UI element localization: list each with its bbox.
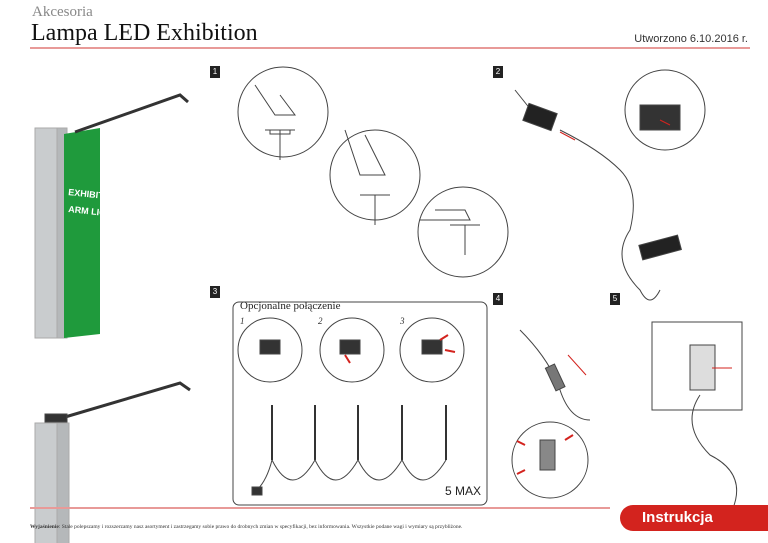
step5-socket-illustration — [651, 321, 743, 516]
footer-divider — [30, 507, 610, 509]
step-2-badge: 2 — [493, 66, 503, 78]
page-title: Lampa LED Exhibition — [31, 20, 258, 46]
instruction-badge: Instrukcja — [620, 505, 768, 531]
lamp-product-illustration — [34, 93, 191, 543]
optional-connection-heading: Opcjonalne połączenie — [240, 300, 341, 312]
footer-note: Wyjaśnienie: Stale polepszamy i rozszerz… — [30, 524, 462, 530]
step3-box — [232, 301, 488, 506]
step2-connector-illustration — [514, 69, 706, 301]
header-divider — [30, 47, 750, 49]
substep-1: 1 — [240, 316, 245, 326]
category-label: Akcesoria — [32, 4, 93, 20]
created-date: Utworzono 6.10.2016 r. — [634, 33, 748, 45]
substep-3: 3 — [400, 316, 405, 326]
note-label: Wyjaśnienie — [30, 524, 59, 530]
step1-detail-circles — [237, 66, 509, 278]
step-3-badge: 3 — [210, 286, 220, 298]
substep-2: 2 — [318, 316, 323, 326]
step-4-badge: 4 — [493, 293, 503, 305]
step-5-badge: 5 — [610, 293, 620, 305]
step4-illustration — [511, 329, 591, 499]
max-label: 5 MAX — [445, 484, 482, 498]
step-1-badge: 1 — [210, 66, 220, 78]
step3-illustrations — [237, 317, 465, 496]
note-text: : Stale polepszamy i rozszerzamy nasz as… — [58, 524, 463, 530]
